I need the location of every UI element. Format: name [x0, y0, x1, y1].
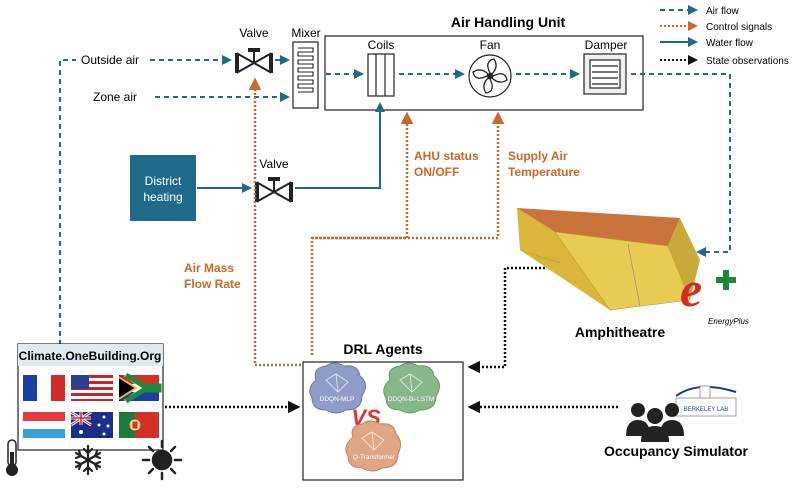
- flag-usa: [71, 375, 113, 401]
- legend-control-label: Control signals: [706, 22, 772, 33]
- ahu-status-line2: ON/OFF: [414, 165, 459, 179]
- supply-air-line2: Temperature: [508, 165, 580, 179]
- flag-australia: [70, 410, 113, 438]
- occupancy-simulator-label: Occupancy Simulator: [604, 443, 748, 459]
- agent-transformer-label: Q-Transformer: [353, 454, 396, 461]
- air-mass-line2: Flow Rate: [184, 277, 241, 291]
- district-heating-box: [130, 155, 196, 221]
- state-building-agents: [467, 266, 545, 374]
- coils-icon: [367, 53, 395, 97]
- mixer-icon: [292, 41, 319, 109]
- brain-bilstm-icon: [383, 362, 440, 414]
- climate-header: [18, 344, 163, 366]
- valve-top-label: Valve: [239, 26, 268, 40]
- amphitheatre-model: [517, 208, 700, 311]
- climate-title: Climate.OneBuilding.Org: [19, 349, 162, 363]
- legend: Air flow Control signals Water flow Stat…: [660, 5, 789, 67]
- flag-luxembourg: [23, 412, 65, 438]
- control-supply-air-temp: [312, 111, 505, 240]
- energyplus-plus: [716, 270, 736, 290]
- coils-label: Coils: [368, 38, 395, 52]
- damper-label: Damper: [585, 38, 628, 52]
- mixer-label: Mixer: [291, 26, 320, 40]
- zone-air-label: Zone air: [93, 90, 137, 104]
- flag-france: [23, 375, 65, 401]
- air-flow-to-building: [631, 73, 731, 257]
- brain-mlp-icon: [309, 362, 366, 414]
- supply-air-line1: Supply Air: [508, 149, 568, 163]
- flag-south-africa: [118, 372, 162, 404]
- thermometer-icon: [6, 439, 18, 476]
- district-heating-line1: District: [145, 174, 182, 188]
- legend-water-label: Water flow: [706, 38, 754, 49]
- control-ahu-status: [310, 111, 414, 355]
- fan-label: Fan: [480, 38, 501, 52]
- air-mass-line1: Air Mass: [184, 261, 234, 275]
- amphitheatre-label: Amphitheatre: [575, 324, 665, 340]
- water-flow-valve-coils: [295, 102, 385, 189]
- ahu-title: Air Handling Unit: [451, 14, 566, 30]
- outside-air-label: Outside air: [81, 53, 139, 67]
- energyplus-logo: e EnergyPlus: [680, 261, 749, 326]
- valve-bottom-label: Valve: [259, 157, 288, 171]
- berkeley-lab-logo: BERKELEY LAB: [675, 385, 737, 417]
- fan-icon: [468, 54, 512, 98]
- ahu-status-line1: AHU status: [414, 149, 479, 163]
- energyplus-text: EnergyPlus: [708, 317, 749, 326]
- district-heating-line2: heating: [143, 190, 182, 204]
- valve-bottom-icon: [255, 177, 293, 203]
- legend-state-label: State observations: [706, 56, 789, 67]
- agent-bilstm-label: DDQN-Bi-LSTM: [388, 396, 435, 403]
- flag-portugal: [119, 412, 159, 438]
- agent-mlp-label: DDQN-MLP: [320, 396, 355, 403]
- legend-air-flow-label: Air flow: [706, 6, 740, 17]
- occupancy-people-icon: [626, 403, 684, 442]
- snowflake-icon: [74, 444, 102, 476]
- energyplus-e: e: [680, 261, 702, 317]
- air-flow-climate-outside: [59, 59, 76, 345]
- control-air-mass-flow: [248, 77, 305, 367]
- drl-agents-title: DRL Agents: [343, 341, 423, 357]
- brain-transformer-icon: [345, 420, 402, 472]
- berkeley-lab-text: BERKELEY LAB: [684, 407, 729, 413]
- climate-panel: Climate.OneBuilding.Org: [17, 343, 164, 451]
- sun-icon: [141, 439, 183, 481]
- damper-icon: [583, 53, 627, 95]
- valve-top-icon: [235, 48, 273, 74]
